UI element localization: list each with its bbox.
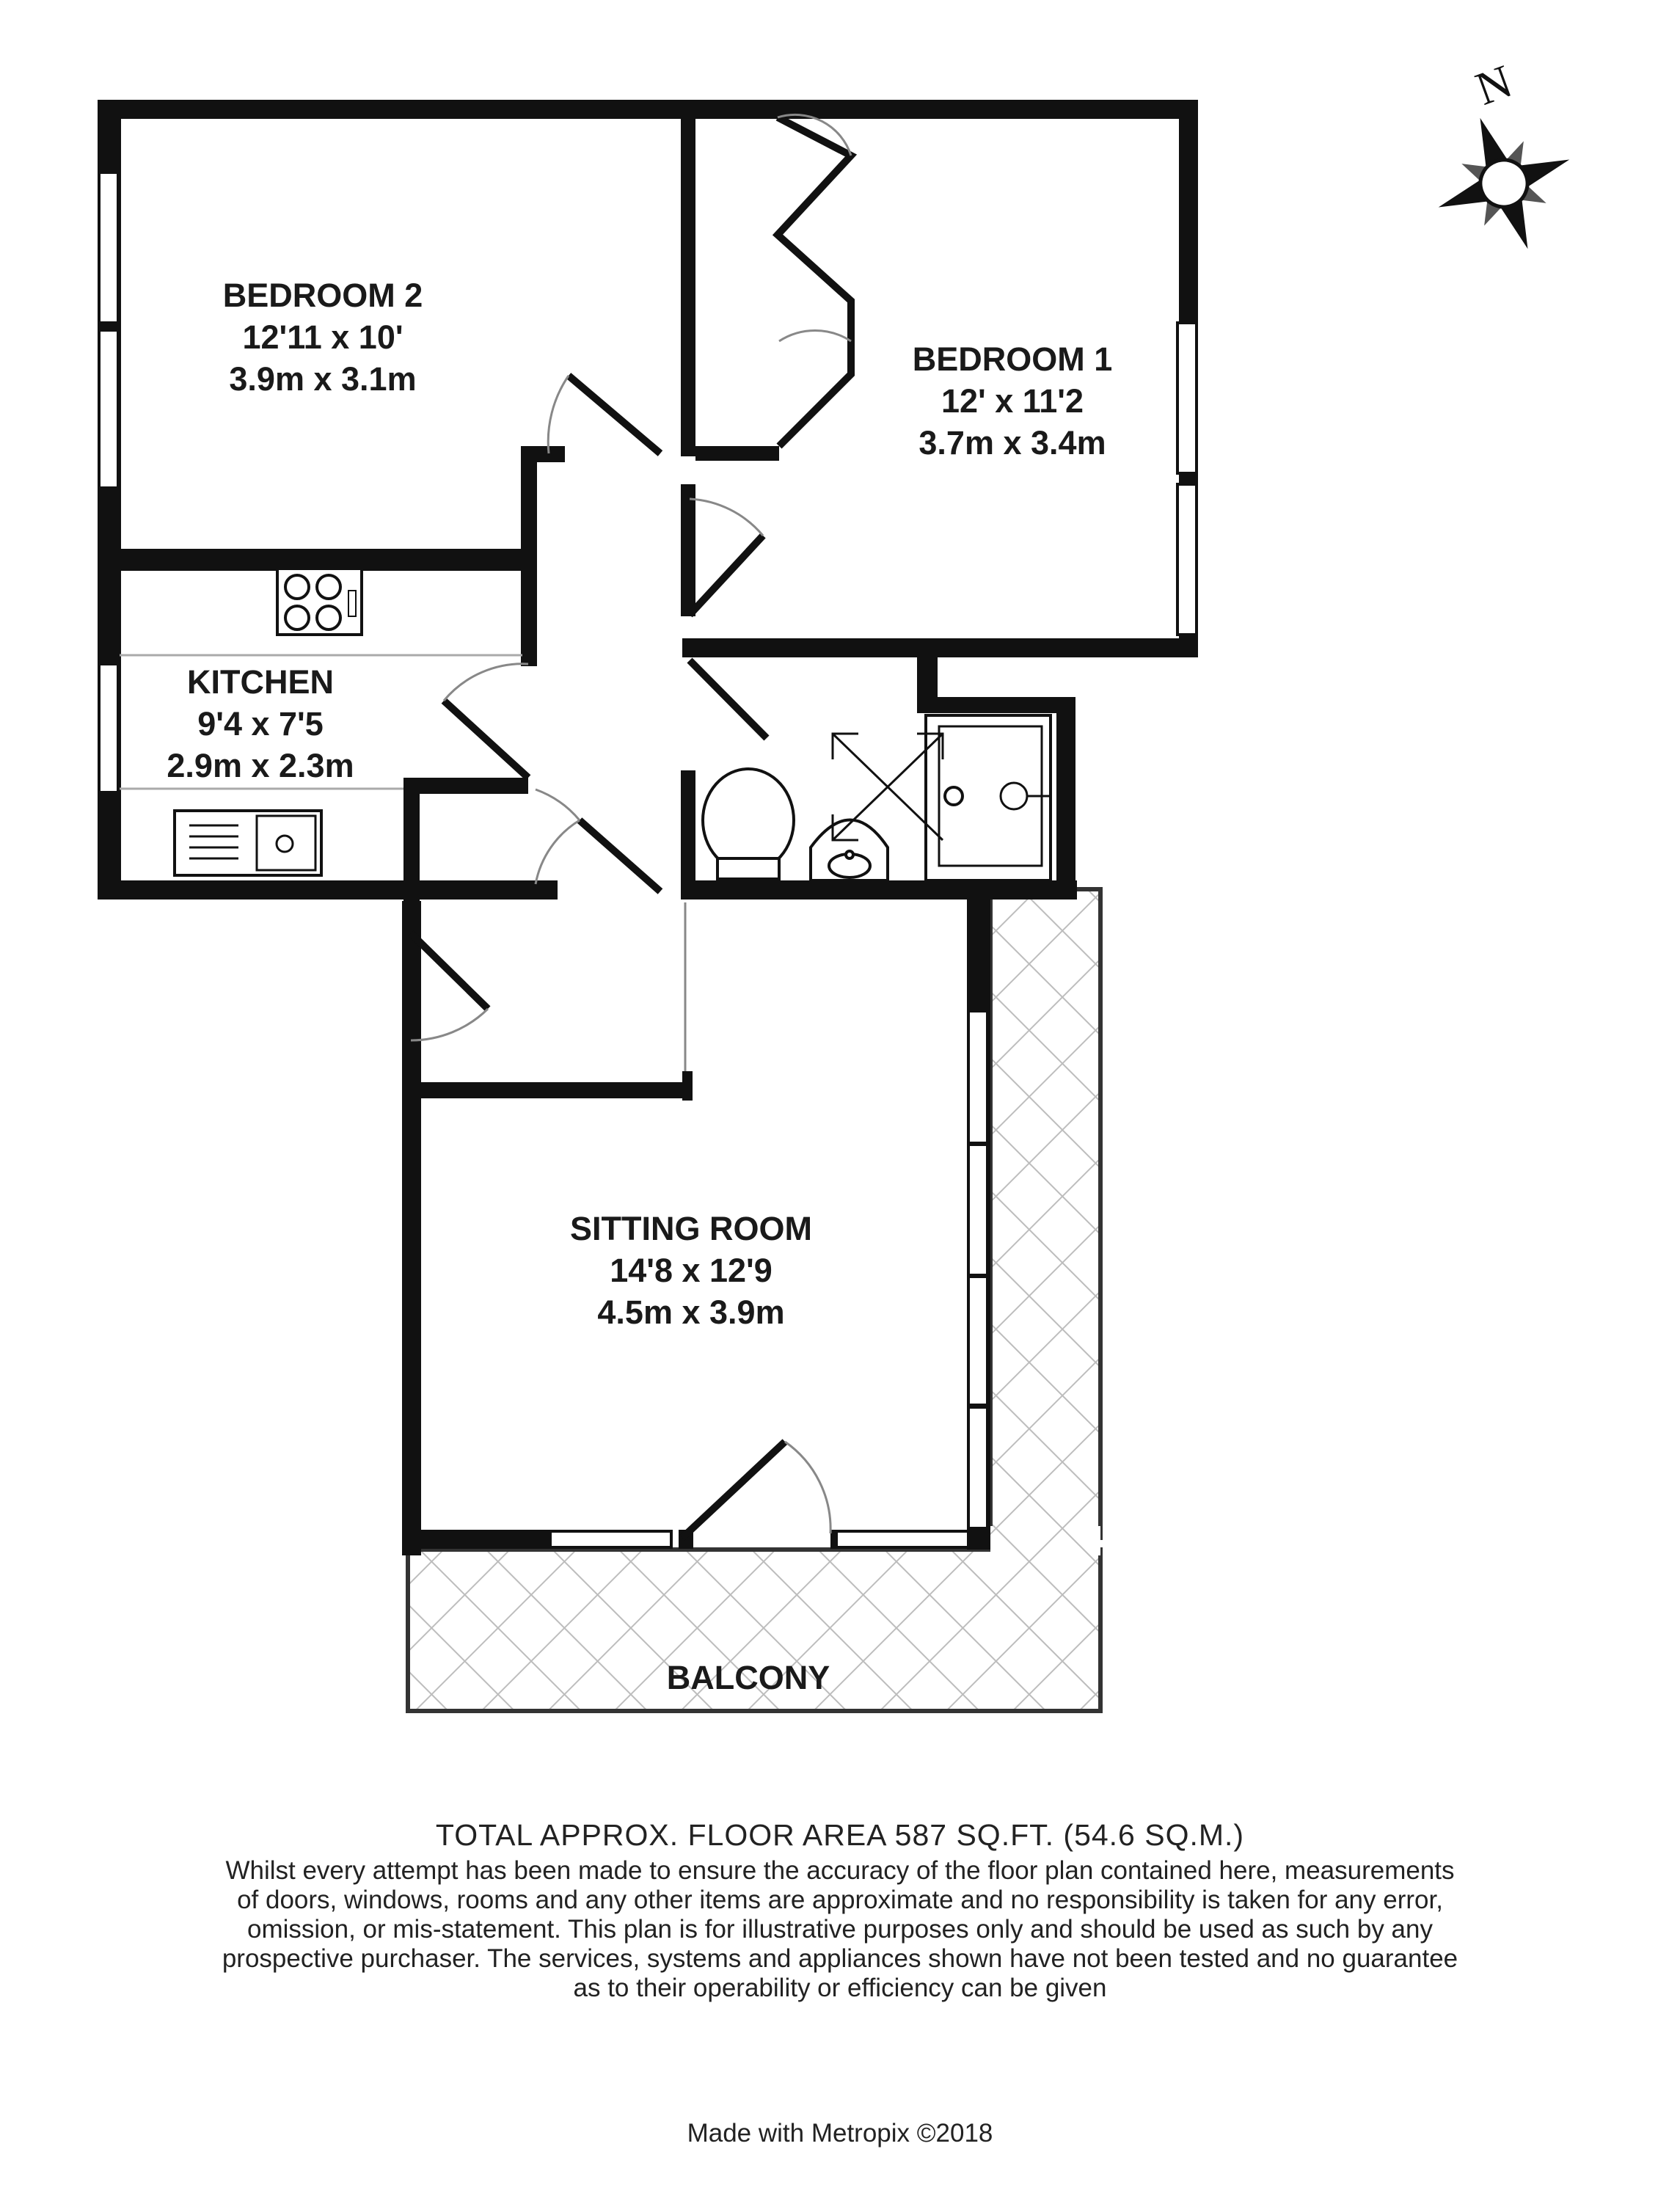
bedroom1-imperial: 12' x 11'2 (941, 382, 1084, 420)
bedroom2-name: BEDROOM 2 (223, 277, 423, 314)
disclaimer-line: prospective purchaser. The services, sys… (222, 1944, 1458, 1973)
kitchen-fittings (120, 567, 522, 877)
balcony-area (406, 887, 1103, 1713)
basin-icon (809, 818, 889, 882)
bedroom2-imperial: 12'11 x 10' (242, 318, 403, 356)
bedroom2-metric: 3.9m x 3.1m (229, 360, 416, 398)
disclaimer-line: Whilst every attempt has been made to en… (225, 1856, 1455, 1885)
made-with-credit: Made with Metropix ©2018 (687, 2119, 993, 2148)
disclaimer-line: as to their operability or efficiency ca… (573, 1974, 1107, 2002)
sitting-room-name: SITTING ROOM (570, 1210, 812, 1247)
windows (98, 171, 1198, 1549)
sitting-room-metric: 4.5m x 3.9m (597, 1293, 784, 1331)
disclaimer-line: omission, or mis-statement. This plan is… (247, 1915, 1433, 1944)
airing-cupboard-icon (831, 732, 944, 842)
kitchen-imperial: 9'4 x 7'5 (197, 705, 324, 742)
hob-icon (276, 567, 363, 636)
doors (408, 113, 858, 1541)
bath-icon (924, 714, 1052, 882)
sink-icon (173, 809, 323, 877)
total-floor-area: TOTAL APPROX. FLOOR AREA 587 SQ.FT. (54.… (435, 1818, 1245, 1852)
disclaimer-line: of doors, windows, rooms and any other i… (237, 1886, 1443, 1914)
bedroom1-name: BEDROOM 1 (913, 340, 1113, 378)
bathroom-fittings (701, 714, 1052, 882)
balcony-name: BALCONY (667, 1659, 830, 1696)
bedroom1-metric: 3.7m x 3.4m (918, 424, 1106, 461)
toilet-icon (701, 767, 795, 880)
compass-north-label: N (1469, 54, 1519, 115)
compass-icon (1438, 117, 1570, 249)
disclaimer: Whilst every attempt has been made to en… (0, 1856, 1680, 2003)
kitchen-name: KITCHEN (187, 663, 334, 701)
kitchen-metric: 2.9m x 2.3m (167, 747, 354, 784)
sitting-room-imperial: 14'8 x 12'9 (610, 1252, 773, 1289)
